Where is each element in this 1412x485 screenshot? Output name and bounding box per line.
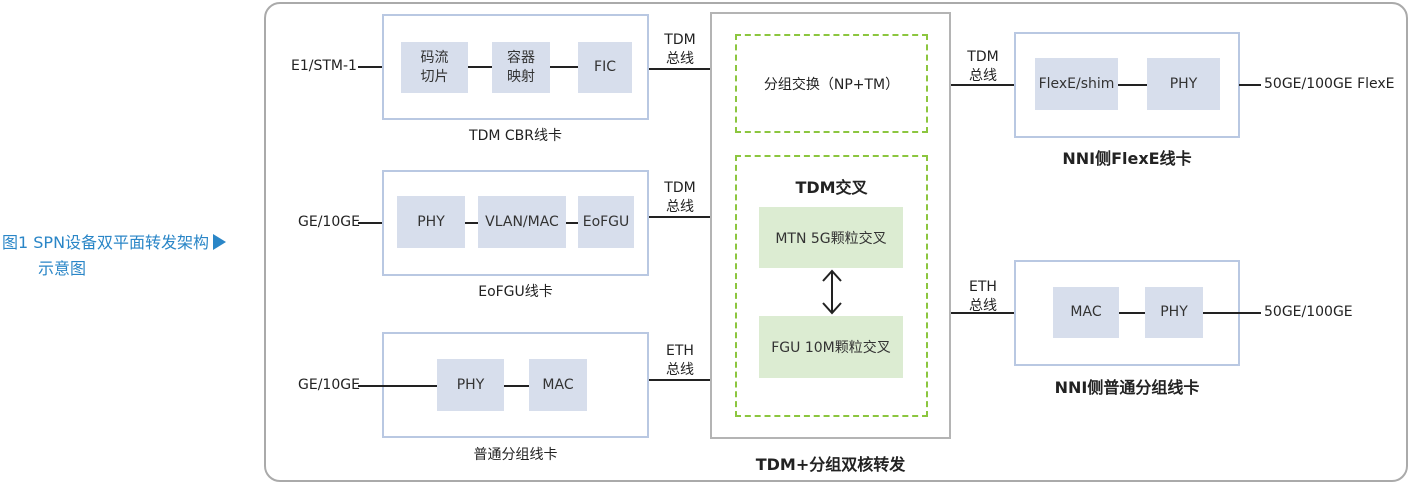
nni-flexe-link-1	[1118, 84, 1147, 86]
flexe-shim-block: FlexE/shim	[1035, 58, 1118, 110]
nni-flexe-output-label: 50GE/100GE FlexE	[1264, 76, 1395, 92]
eofgu-input-label: GE/10GE	[298, 214, 360, 230]
tdm-bus-label-right: TDM 总线	[967, 49, 999, 84]
tdm-cross-title: TDM交叉	[795, 178, 868, 197]
packet-switch-label: 分组交换（NP+TM）	[763, 77, 900, 93]
tdm-bus-line-1	[649, 68, 711, 70]
mtn-cross-block: MTN 5G颗粒交叉	[759, 207, 903, 268]
tdm-bus-line-right	[951, 84, 1015, 86]
nni-mac-block: MAC	[1053, 287, 1119, 338]
dual-core-title: TDM+分组双核转发	[755, 455, 906, 474]
nni-flexe-output-line	[1239, 84, 1261, 86]
eth-bus-label-right: ETH 总线	[969, 279, 997, 314]
eofgu-link-1	[465, 222, 478, 224]
nni-packet-card-title: NNI侧普通分组线卡	[1054, 378, 1200, 397]
nni-packet-output-line	[1203, 312, 1261, 314]
tdm-cbr-link-2	[550, 66, 578, 68]
eth-bus-label-1: ETH 总线	[666, 343, 694, 378]
device-frame	[264, 2, 1408, 482]
packet-switch-box	[735, 34, 928, 133]
container-map-block: 容器 映射	[492, 42, 550, 93]
eofgu-phy-block: PHY	[397, 196, 465, 248]
packet-mac-block: MAC	[529, 359, 587, 411]
nni-packet-output-label: 50GE/100GE	[1264, 304, 1353, 320]
tdm-cbr-input-label: E1/STM-1	[291, 58, 357, 74]
packet-input-line-over	[358, 385, 437, 387]
packet-link-1	[504, 385, 529, 387]
packet-card-title: 普通分组线卡	[473, 447, 558, 463]
triangle-arrow-icon	[213, 234, 227, 250]
tdm-cbr-input-line	[358, 66, 383, 68]
bidirectional-arrow-icon	[822, 269, 842, 315]
eth-bus-line-right	[951, 312, 1015, 314]
eofgu-input-line	[358, 222, 383, 224]
packet-phy-block: PHY	[437, 359, 504, 411]
caption-line-1: 图1 SPN设备双平面转发架构	[2, 233, 210, 252]
nni-packet-phy-block: PHY	[1145, 287, 1203, 338]
vlan-mac-block: VLAN/MAC	[478, 196, 566, 248]
fic-block: FIC	[578, 42, 632, 93]
eth-bus-line-1	[649, 379, 711, 381]
figure-caption: 图1 SPN设备双平面转发架构 示意图	[2, 230, 264, 282]
packet-input-label: GE/10GE	[298, 377, 360, 393]
tdm-bus-label-2: TDM 总线	[664, 180, 696, 215]
eofgu-link-2	[566, 222, 578, 224]
caption-line-2: 示意图	[38, 259, 87, 278]
eofgu-card-title: EoFGU线卡	[478, 284, 553, 300]
nni-flexe-card-title: NNI侧FlexE线卡	[1062, 149, 1192, 168]
stream-slice-block: 码流 切片	[401, 42, 468, 93]
tdm-bus-label-1: TDM 总线	[664, 32, 696, 67]
fgu-cross-block: FGU 10M颗粒交叉	[759, 316, 903, 378]
tdm-cbr-link-1	[468, 66, 492, 68]
nni-flexe-phy-block: PHY	[1147, 58, 1220, 110]
eofgu-block: EoFGU	[578, 196, 634, 248]
nni-packet-link-1	[1119, 312, 1145, 314]
tdm-cross-box	[735, 155, 928, 417]
tdm-cbr-card-title: TDM CBR线卡	[469, 128, 562, 144]
tdm-bus-line-2	[649, 216, 711, 218]
